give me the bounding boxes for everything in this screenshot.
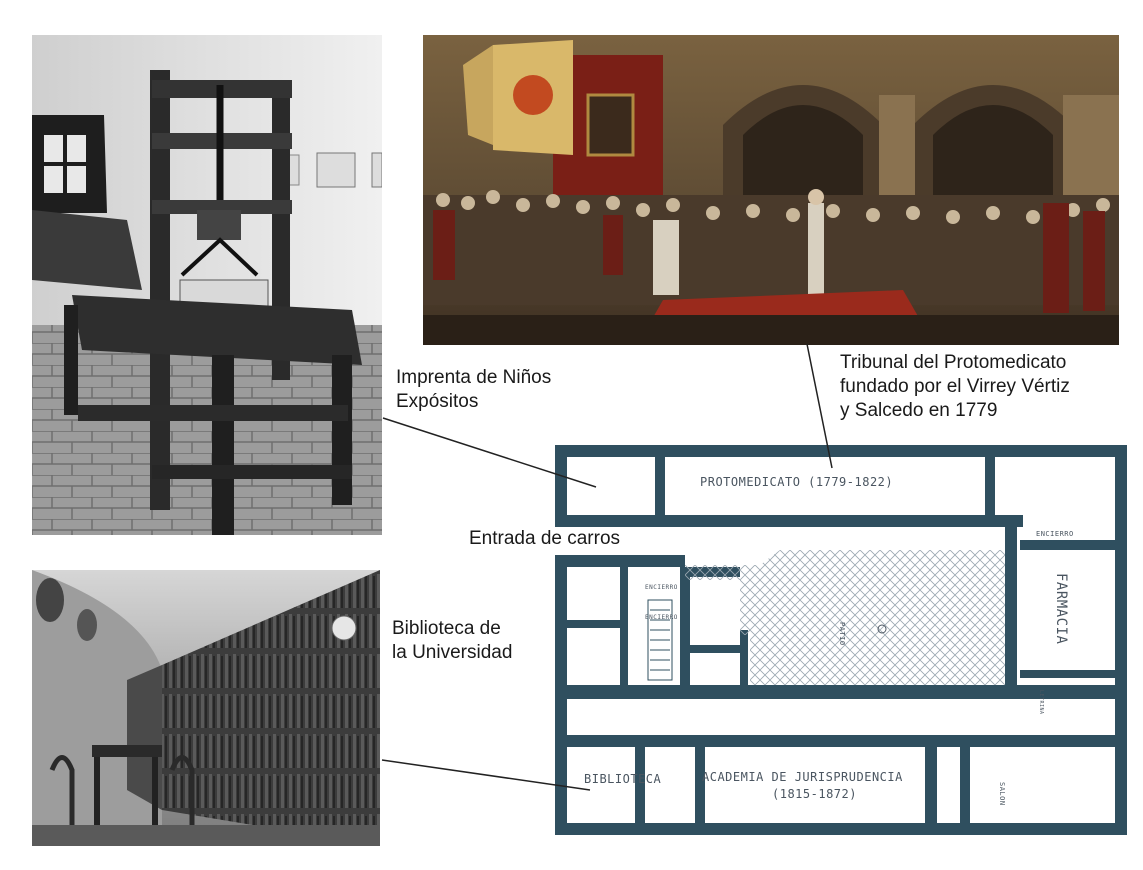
caption-tribunal-line3: y Salcedo en 1779 xyxy=(840,400,998,421)
floor-plan-icon xyxy=(555,445,1127,835)
plan-label-encierro-left: ENCIERRO xyxy=(645,584,678,591)
painting-icon xyxy=(423,35,1119,345)
caption-imprenta: Imprenta de Niños Expósitos xyxy=(396,366,551,414)
plan-label-encierro-right: ENCIERRO xyxy=(1036,530,1074,538)
plan-label-letrina: LETRINA xyxy=(1038,690,1044,715)
caption-imprenta-line1: Imprenta de Niños xyxy=(396,367,552,388)
caption-entrada: Entrada de carros xyxy=(469,528,621,549)
plan-label-biblioteca: BIBLIOTECA xyxy=(584,772,662,786)
caption-tribunal-line2: fundado por el Virrey Vértiz xyxy=(840,376,1070,397)
tribunal-painting xyxy=(423,35,1119,345)
plan-label-salon: SALON xyxy=(998,782,1006,806)
caption-imprenta-line2: Expósitos xyxy=(396,391,479,412)
plan-label-protomedicato: PROTOMEDICATO (1779-1822) xyxy=(700,475,894,489)
printing-press-photo xyxy=(32,35,382,535)
caption-tribunal: Tribunal del Protomedicato fundado por e… xyxy=(840,351,1070,423)
floor-plan xyxy=(550,440,1130,835)
caption-tribunal-line1: Tribunal del Protomedicato xyxy=(840,352,1067,373)
plan-label-patio: PATIO xyxy=(838,622,846,646)
plan-label-academia-years: (1815-1872) xyxy=(772,787,857,801)
caption-biblioteca-line2: la Universidad xyxy=(392,642,513,663)
plan-label-farmacia: FARMACIA xyxy=(1053,573,1069,645)
caption-biblioteca: Biblioteca de la Universidad xyxy=(392,617,512,665)
library-icon xyxy=(32,570,380,846)
plan-label-academia: ACADEMIA DE JURISPRUDENCIA xyxy=(702,770,903,784)
library-photo xyxy=(32,570,380,846)
plan-label-encierro-left-2: ENCIERRO xyxy=(645,614,678,621)
printing-press-icon xyxy=(32,35,382,535)
caption-biblioteca-line1: Biblioteca de xyxy=(392,618,501,639)
